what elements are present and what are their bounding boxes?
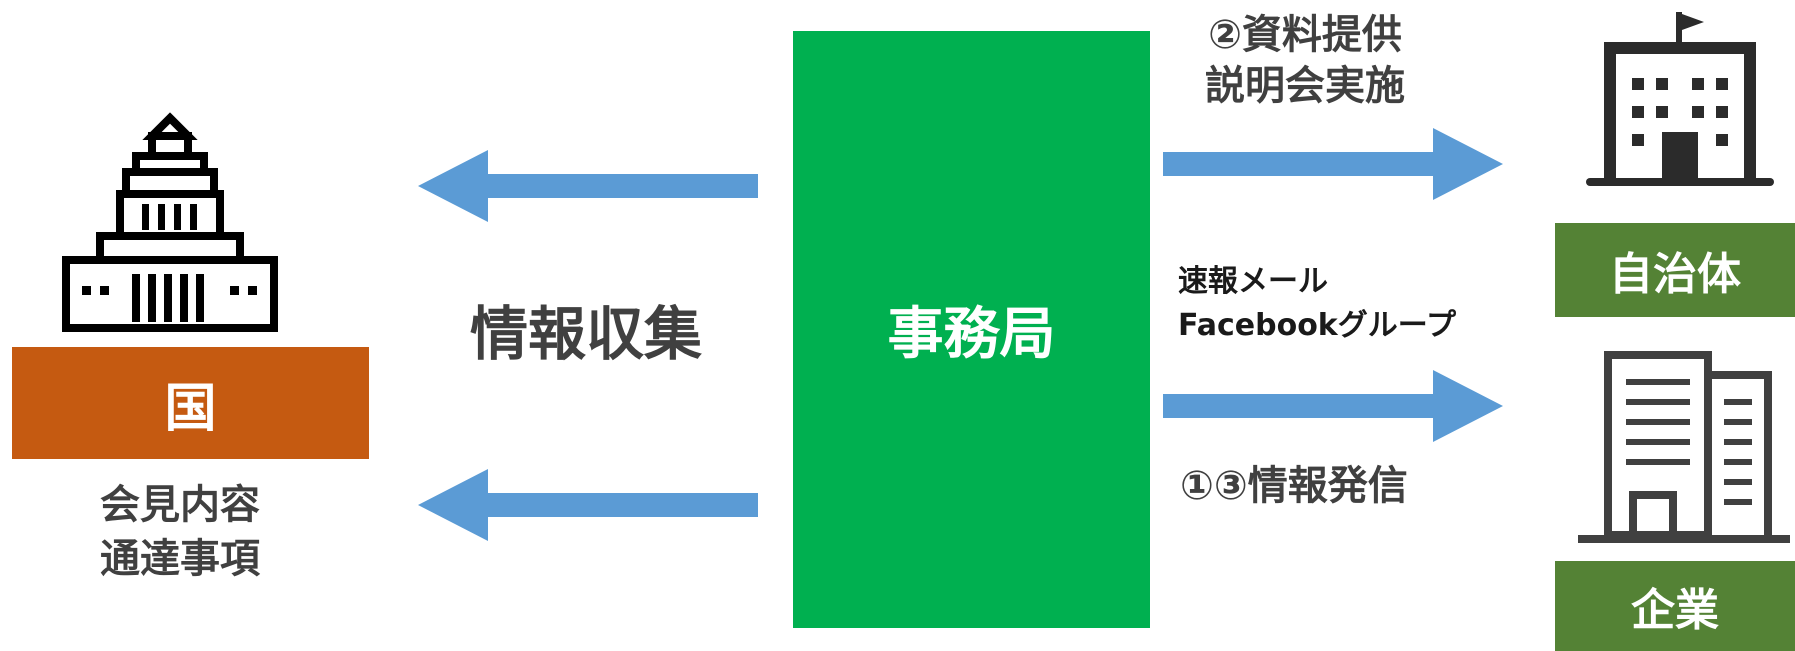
caption-line-2: 通達事項	[100, 536, 260, 582]
materials-line-1: ②資料提供	[1208, 12, 1402, 58]
country-box: 国	[12, 347, 369, 459]
channels-label: 速報メール Facebookグループ	[1178, 260, 1456, 347]
arrow-left-lower	[418, 469, 758, 541]
city-hall-icon	[1580, 8, 1780, 198]
office-building-icon	[1578, 345, 1790, 545]
capitol-building-icon	[60, 110, 280, 335]
channels-line-2: Facebookグループ	[1178, 307, 1456, 343]
caption-line-1: 会見内容	[100, 482, 260, 528]
info-collection-label: 情報収集	[470, 300, 703, 368]
arrow-right-lower	[1163, 370, 1503, 442]
arrow-right-upper	[1163, 128, 1503, 200]
company-box: 企業	[1555, 561, 1795, 651]
secretariat-box: 事務局	[793, 31, 1150, 628]
info-dispatch-label: ①③情報発信	[1180, 463, 1408, 509]
secretariat-label: 事務局	[887, 302, 1056, 367]
materials-label: ②資料提供 説明会実施	[1205, 10, 1405, 112]
country-label: 国	[164, 378, 217, 439]
municipality-box: 自治体	[1555, 223, 1795, 317]
channels-line-1: 速報メール	[1178, 264, 1328, 299]
materials-line-2: 説明会実施	[1205, 63, 1405, 110]
company-label: 企業	[1631, 585, 1719, 636]
municipality-label: 自治体	[1609, 249, 1741, 300]
arrow-left-upper	[418, 150, 758, 222]
country-caption: 会見内容 通達事項	[60, 478, 300, 586]
